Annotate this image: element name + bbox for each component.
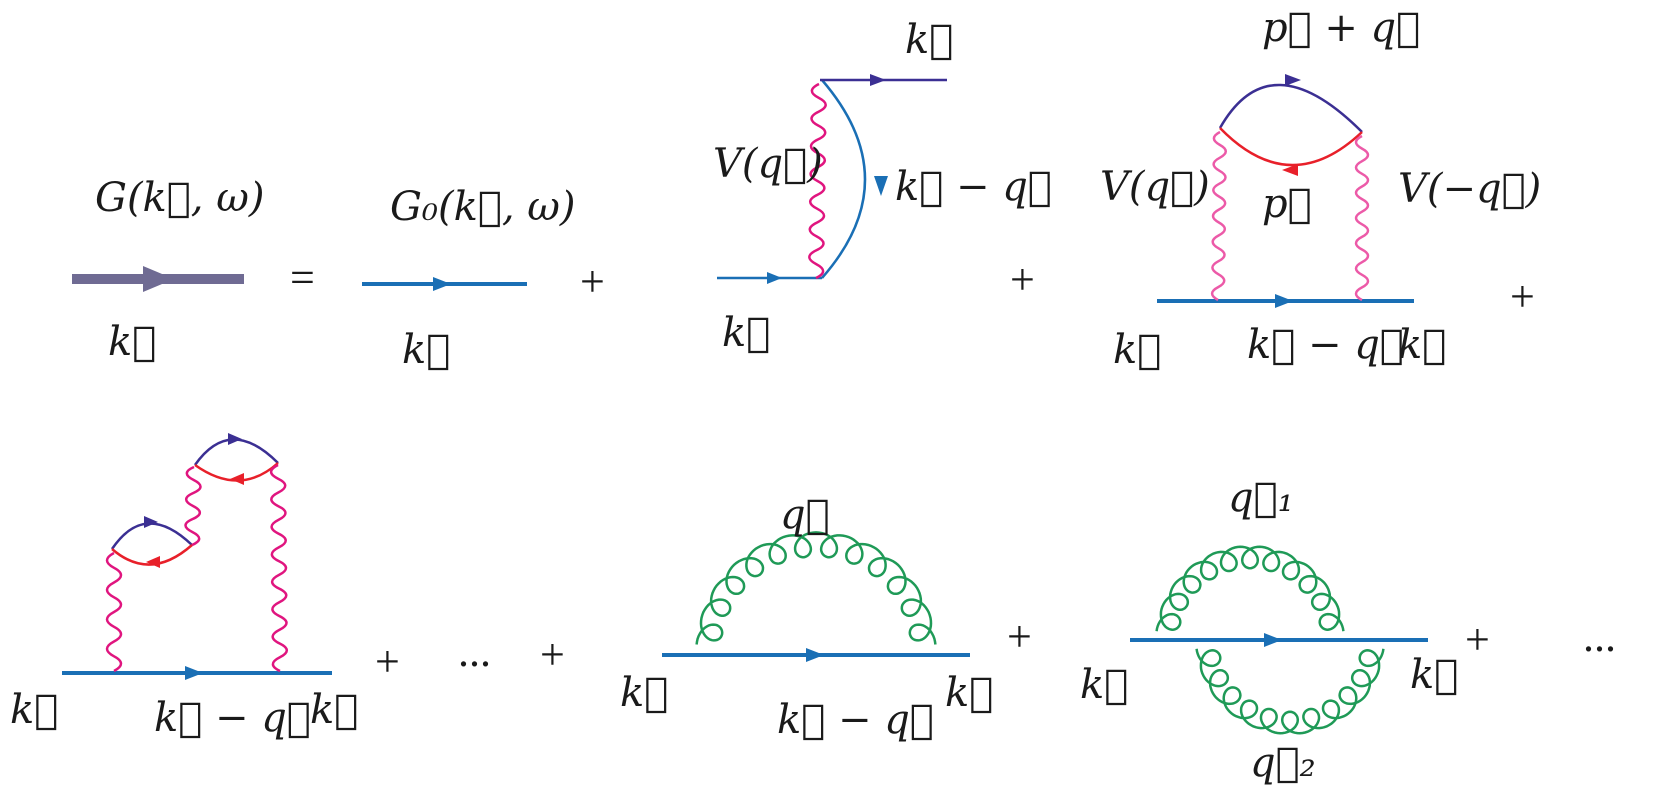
plus-sign: + <box>580 257 605 306</box>
phonon-momentum-label: q⃗ <box>780 492 830 538</box>
interaction-line <box>808 82 827 280</box>
momentum-label: k⃗ <box>402 327 451 373</box>
momentum-label: k⃗ <box>310 687 359 733</box>
dressed-propagator-label: G(k⃗, ω) <box>95 175 265 221</box>
momentum-label: k⃗ <box>1080 662 1129 708</box>
arrow-icon <box>1264 633 1282 647</box>
interaction-line <box>1210 130 1227 302</box>
phonon-self-energy-diagram <box>662 531 970 662</box>
interaction-line <box>105 551 123 673</box>
gluon-line <box>1195 648 1385 735</box>
arrow-icon <box>767 272 782 284</box>
arrow-icon <box>230 473 244 485</box>
momentum-label: k⃗ <box>1113 327 1162 373</box>
plus-sign: + <box>1007 612 1032 661</box>
momentum-label: k⃗ <box>108 319 157 365</box>
momentum-label: k⃗ <box>722 310 771 356</box>
gluon-line <box>695 531 937 645</box>
arrow-icon <box>433 277 451 291</box>
arrow-icon <box>146 556 160 568</box>
plus-sign: + <box>1010 255 1035 304</box>
momentum-label: k⃗ <box>10 687 59 733</box>
bare-propagator-label: G₀(k⃗, ω) <box>390 184 576 230</box>
plus-sign: + <box>540 630 565 679</box>
arrow-icon <box>1285 74 1301 86</box>
gluon-line <box>1155 545 1345 632</box>
momentum-label: k⃗ <box>1410 652 1459 698</box>
bubble-diagram <box>1157 74 1414 308</box>
interaction-line <box>269 463 289 673</box>
interaction-label: V(−q⃗) <box>1398 166 1542 212</box>
two-phonon-diagram <box>1130 545 1428 735</box>
phonon-momentum-label: q⃗₁ <box>1228 475 1294 521</box>
plus-sign: + <box>375 637 400 686</box>
interaction-line <box>184 465 202 547</box>
double-bubble-diagram <box>62 433 332 680</box>
bubble-momentum-label: p⃗ + q⃗ <box>1262 5 1421 51</box>
momentum-label: k⃗ <box>945 670 994 716</box>
arrow-icon <box>143 266 174 292</box>
momentum-transfer-label: k⃗ − q⃗ <box>777 697 934 743</box>
plus-sign: + <box>1465 615 1490 664</box>
ellipsis: ... <box>1583 612 1616 661</box>
bubble-momentum-label: p⃗ <box>1262 181 1312 227</box>
arrow-icon <box>1275 294 1293 308</box>
momentum-label: k⃗ <box>905 17 954 63</box>
arrow-icon <box>874 176 888 196</box>
fock-exchange-diagram <box>717 74 947 284</box>
arrow-icon <box>806 648 824 662</box>
arrow-icon <box>185 666 203 680</box>
ellipsis: ... <box>458 627 491 676</box>
interaction-label: V(q⃗) <box>713 141 823 187</box>
arrow-icon <box>870 74 886 86</box>
arrow-icon <box>228 433 242 445</box>
phonon-momentum-label: q⃗₂ <box>1250 740 1316 786</box>
interaction-label: V(q⃗) <box>1100 164 1210 210</box>
arrow-icon <box>144 516 158 528</box>
dressed-propagator <box>72 266 244 292</box>
momentum-transfer-label: k⃗ − q⃗ <box>1247 322 1404 368</box>
arrow-icon <box>1282 164 1298 176</box>
bare-propagator <box>362 277 527 291</box>
momentum-transfer-label: k⃗ − q⃗ <box>154 695 311 741</box>
equals-sign: = <box>290 253 315 302</box>
plus-sign: + <box>1510 272 1535 321</box>
interaction-line <box>1354 134 1370 302</box>
momentum-transfer-label: k⃗ − q⃗ <box>895 164 1052 210</box>
momentum-label: k⃗ <box>620 670 669 716</box>
momentum-label: k⃗ <box>1398 322 1447 368</box>
